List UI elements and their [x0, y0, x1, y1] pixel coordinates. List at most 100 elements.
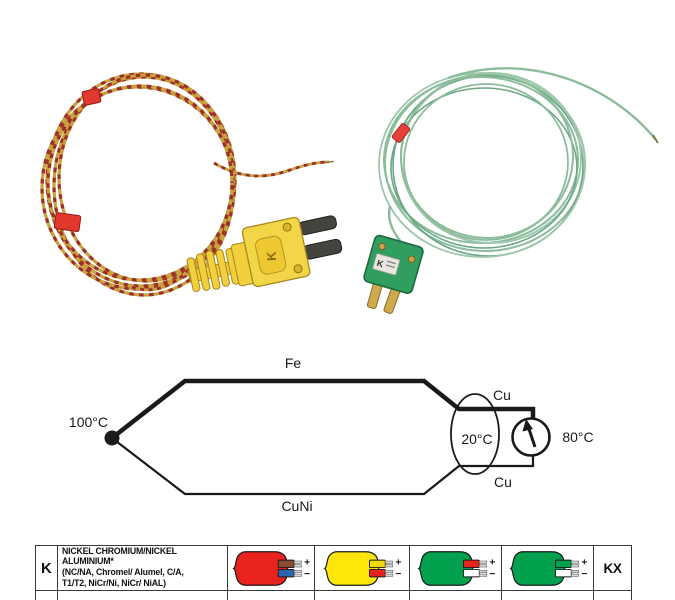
wire-pin — [478, 560, 487, 564]
plus-sign: + — [305, 557, 311, 568]
cable-sheath — [509, 550, 566, 586]
cable-sheath — [323, 550, 380, 586]
wire-pin — [294, 560, 303, 564]
positive-wire — [462, 559, 480, 568]
thermocouple-type-table: K NICKEL CHROMIUM/NICKEL ALUMINIUM* (NC/… — [35, 545, 632, 600]
connector-pin — [297, 215, 337, 236]
plus-sign: + — [395, 557, 401, 568]
wire-pin — [570, 573, 579, 577]
wire-pin — [384, 560, 393, 564]
name-line: ALUMINIUM* — [61, 556, 114, 568]
colour-code-cell-2: + − — [315, 546, 410, 590]
wire-coil — [40, 72, 237, 297]
wire-to-connector — [123, 267, 192, 292]
strain-relief-rib — [205, 250, 221, 290]
red-cable-tie — [391, 123, 411, 143]
wire-pin — [478, 573, 487, 577]
minus-sign: − — [305, 568, 311, 579]
table-row-type-k: K NICKEL CHROMIUM/NICKEL ALUMINIUM* (NC/… — [35, 545, 632, 591]
minus-sign: − — [489, 568, 495, 579]
connector-type-label: K — [264, 251, 279, 262]
reference-junction-temp: 20°C — [461, 431, 492, 447]
connector-label-sticker — [372, 253, 401, 276]
wire-pin — [570, 560, 579, 564]
bare-wire-tip — [323, 160, 335, 164]
colour-code-cell-3: + − — [410, 546, 503, 590]
copper-wire-top-label: Cu — [493, 387, 511, 403]
next-row-stub — [35, 591, 632, 600]
top-wire-label: Fe — [285, 355, 302, 371]
photo-yellow-plug-thermocouple: K — [40, 72, 343, 297]
connector-screw — [282, 222, 292, 232]
connector-screw — [407, 255, 416, 263]
negative-wire — [368, 568, 386, 577]
plus-sign: + — [581, 557, 587, 568]
wire-pin — [570, 569, 579, 573]
stub-cell — [228, 591, 316, 600]
constantan-wire — [111, 437, 535, 496]
bare-wire-tip — [652, 134, 659, 144]
wire-pin — [294, 573, 303, 577]
wire-pin — [384, 569, 393, 573]
green-mini-connector: K — [363, 234, 424, 314]
reference-junction-ellipse — [450, 393, 500, 475]
meter-needle-arrowhead — [522, 419, 533, 432]
red-cable-clip — [81, 88, 102, 106]
meter-needle — [527, 428, 537, 448]
stub-cell — [315, 591, 410, 600]
wire-pin — [294, 569, 303, 573]
stub-cell — [36, 591, 58, 600]
stub-cell — [410, 591, 503, 600]
wire-pin — [478, 563, 487, 567]
colour-code-cell-1: + − — [228, 546, 316, 590]
extension-code-cell: KX — [603, 560, 622, 576]
positive-wire — [554, 559, 572, 568]
negative-wire — [278, 568, 295, 577]
strain-relief-rib — [215, 249, 230, 287]
wire-pin — [384, 573, 393, 577]
negative-wire — [462, 568, 480, 577]
wire-coil — [378, 72, 586, 258]
cable-sheath — [416, 550, 473, 586]
stub-cell — [58, 591, 229, 600]
name-line: (NC/NA, Chromel/ Alumel, C/A, — [61, 567, 184, 578]
iron-wire — [110, 378, 536, 440]
hot-junction-temp: 100°C — [69, 414, 108, 430]
connector-screw — [293, 264, 303, 274]
cable-sheath — [232, 550, 289, 586]
meter-temp: 80°C — [562, 429, 593, 445]
type-code-cell: K — [36, 546, 58, 590]
positive-wire — [278, 559, 295, 568]
name-line: T1/T2, NiCr/Ni, NiCr/ NiAL) — [61, 577, 166, 589]
stub-cell — [594, 591, 631, 600]
negative-wire — [554, 568, 572, 577]
strain-relief-rib — [186, 257, 201, 292]
red-cable-clip — [53, 212, 82, 232]
minus-sign: − — [581, 568, 587, 579]
colour-code-cell-4: + − — [502, 546, 595, 590]
positive-wire — [368, 559, 386, 568]
wire-tail — [213, 160, 335, 178]
connector-pin — [302, 238, 343, 260]
label-text-line — [386, 260, 396, 265]
copper-wire-bottom-label: Cu — [494, 474, 512, 490]
type-name-cell: NICKEL CHROMIUM/NICKEL ALUMINIUM* (NC/NA… — [58, 546, 229, 590]
minus-sign: − — [395, 568, 401, 579]
wire-pin — [570, 563, 579, 567]
wire-pin — [478, 569, 487, 573]
hot-junction-dot — [104, 430, 120, 446]
photo-green-plug-thermocouple: K — [363, 67, 659, 314]
thermocouple-circuit-diagram: Fe CuNi 100°C 20°C 80°C Cu Cu — [69, 355, 594, 514]
strain-relief-rib — [195, 253, 211, 291]
wire-tail — [447, 67, 657, 141]
connector-screw — [378, 242, 386, 251]
label-text-line — [385, 264, 395, 269]
name-line: NICKEL CHROMIUM/NICKEL — [61, 546, 177, 557]
wire-pin — [384, 563, 393, 567]
wire-pin — [294, 563, 303, 567]
bottom-wire-label: CuNi — [281, 498, 312, 514]
connector-type-label: K — [376, 258, 385, 270]
plus-sign: + — [489, 557, 495, 568]
stub-cell — [502, 591, 595, 600]
